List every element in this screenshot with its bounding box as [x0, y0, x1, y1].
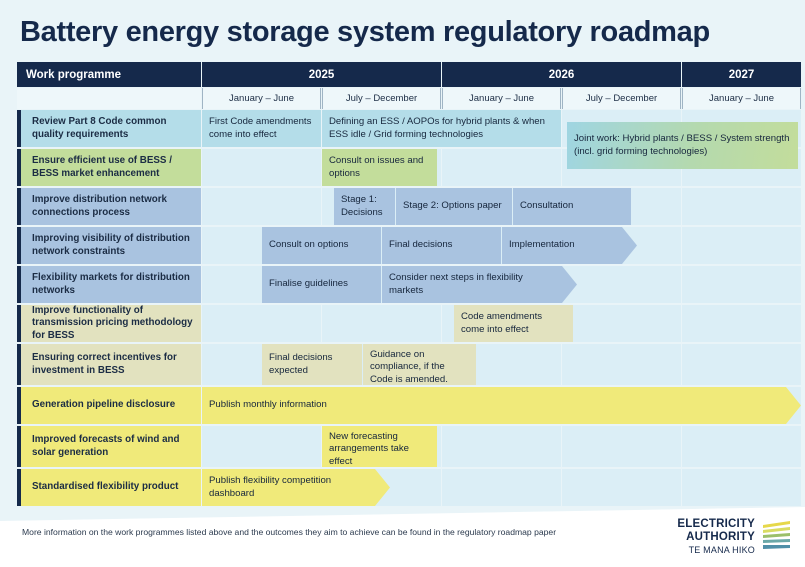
row-label: Ensuring correct incentives for investme… [17, 344, 201, 385]
milestone-bar[interactable]: New forecasting arrangements take effect [322, 426, 437, 467]
milestone-bar[interactable]: Finalise guidelines [262, 266, 381, 303]
table-row: Improve functionality of transmission pr… [17, 305, 801, 342]
milestone-bar[interactable]: Stage 2: Options paper [396, 188, 512, 225]
milestone-arrow[interactable]: Consider next steps in flexibility marke… [382, 266, 577, 303]
row-lanes: Final decisions expected Guidance on com… [202, 344, 801, 385]
milestone-bar[interactable]: Final decisions expected [262, 344, 362, 385]
milestone-bar[interactable]: Guidance on compliance, if the Code is a… [363, 344, 476, 385]
row-lanes: Publish flexibility competition dashboar… [202, 469, 801, 506]
row-label: Standardised flexibility product [17, 469, 201, 506]
milestone-bar[interactable]: Consult on issues and options [322, 149, 437, 186]
roadmap-grid: Work programme 2025 2026 2027 January – … [17, 62, 801, 506]
row-lanes: Stage 1: Decisions Stage 2: Options pape… [202, 188, 801, 225]
row-label: Improved forecasts of wind and solar gen… [17, 426, 201, 467]
logo-text: ELECTRICITY AUTHORITY TE MANA HIKO [677, 518, 755, 555]
row-lanes: Consult on options Final decisions Imple… [202, 227, 801, 264]
header-period-2025-h1: January – June [202, 88, 321, 109]
logo-line-te-mana-hiko: TE MANA HIKO [688, 544, 755, 555]
joint-work-callout[interactable]: Joint work: Hybrid plants / BESS / Syste… [567, 122, 798, 169]
header-period-2027-h1: January – June [682, 88, 801, 109]
header-year-2025: 2025 [202, 62, 441, 87]
milestone-bar[interactable]: Code amendments come into effect [454, 305, 573, 342]
milestone-bar[interactable]: Final decisions [382, 227, 501, 264]
header-years-row: Work programme 2025 2026 2027 [17, 62, 801, 87]
row-label: Flexibility markets for distribution net… [17, 266, 201, 303]
row-label: Improving visibility of distribution net… [17, 227, 201, 264]
table-row: Improve distribution network connections… [17, 188, 801, 225]
milestone-bar[interactable]: Consult on options [262, 227, 381, 264]
row-label: Improve distribution network connections… [17, 188, 201, 225]
header-period-spacer [17, 88, 201, 109]
milestone-bar[interactable]: First Code amendments come into effect [202, 110, 321, 147]
logo-line-authority: AUTHORITY [686, 530, 755, 543]
header-year-2027: 2027 [682, 62, 801, 87]
footer-note: More information on the work programmes … [22, 527, 557, 537]
row-label: Ensure efficient use of BESS / BESS mark… [17, 149, 201, 186]
milestone-bar[interactable]: Consultation [513, 188, 631, 225]
table-row: Improved forecasts of wind and solar gen… [17, 426, 801, 467]
table-row: Improving visibility of distribution net… [17, 227, 801, 264]
table-row: Standardised flexibility product Publish… [17, 469, 801, 506]
row-label: Improve functionality of transmission pr… [17, 305, 201, 342]
logo-line-electricity: ELECTRICITY [677, 518, 755, 530]
table-row: Generation pipeline disclosure Publish m… [17, 387, 801, 424]
row-lanes: Finalise guidelines Consider next steps … [202, 266, 801, 303]
header-year-2026: 2026 [442, 62, 681, 87]
row-lanes: New forecasting arrangements take effect [202, 426, 801, 467]
table-row: Flexibility markets for distribution net… [17, 266, 801, 303]
header-periods-row: January – June July – December January –… [17, 88, 801, 109]
sunburst-icon [763, 521, 790, 550]
row-lanes: Publish monthly information [202, 387, 801, 424]
table-row: Ensuring correct incentives for investme… [17, 344, 801, 385]
header-period-2026-h2: July – December [562, 88, 681, 109]
milestone-arrow[interactable]: Implementation [502, 227, 637, 264]
milestone-arrow[interactable]: Publish flexibility competition dashboar… [202, 469, 390, 506]
header-work-programme: Work programme [17, 62, 201, 87]
header-period-2026-h1: January – June [442, 88, 561, 109]
row-label: Generation pipeline disclosure [17, 387, 201, 424]
row-lanes: Code amendments come into effect [202, 305, 801, 342]
row-label: Review Part 8 Code common quality requir… [17, 110, 201, 147]
milestone-bar[interactable]: Defining an ESS / AOPOs for hybrid plant… [322, 110, 561, 147]
milestone-bar[interactable]: Stage 1: Decisions [334, 188, 395, 225]
roadmap-rows: Review Part 8 Code common quality requir… [17, 110, 801, 508]
milestone-arrow[interactable]: Publish monthly information [202, 387, 801, 424]
page-title: Battery energy storage system regulatory… [20, 16, 710, 48]
header-period-2025-h2: July – December [322, 88, 441, 109]
electricity-authority-logo: ELECTRICITY AUTHORITY TE MANA HIKO [677, 518, 791, 555]
